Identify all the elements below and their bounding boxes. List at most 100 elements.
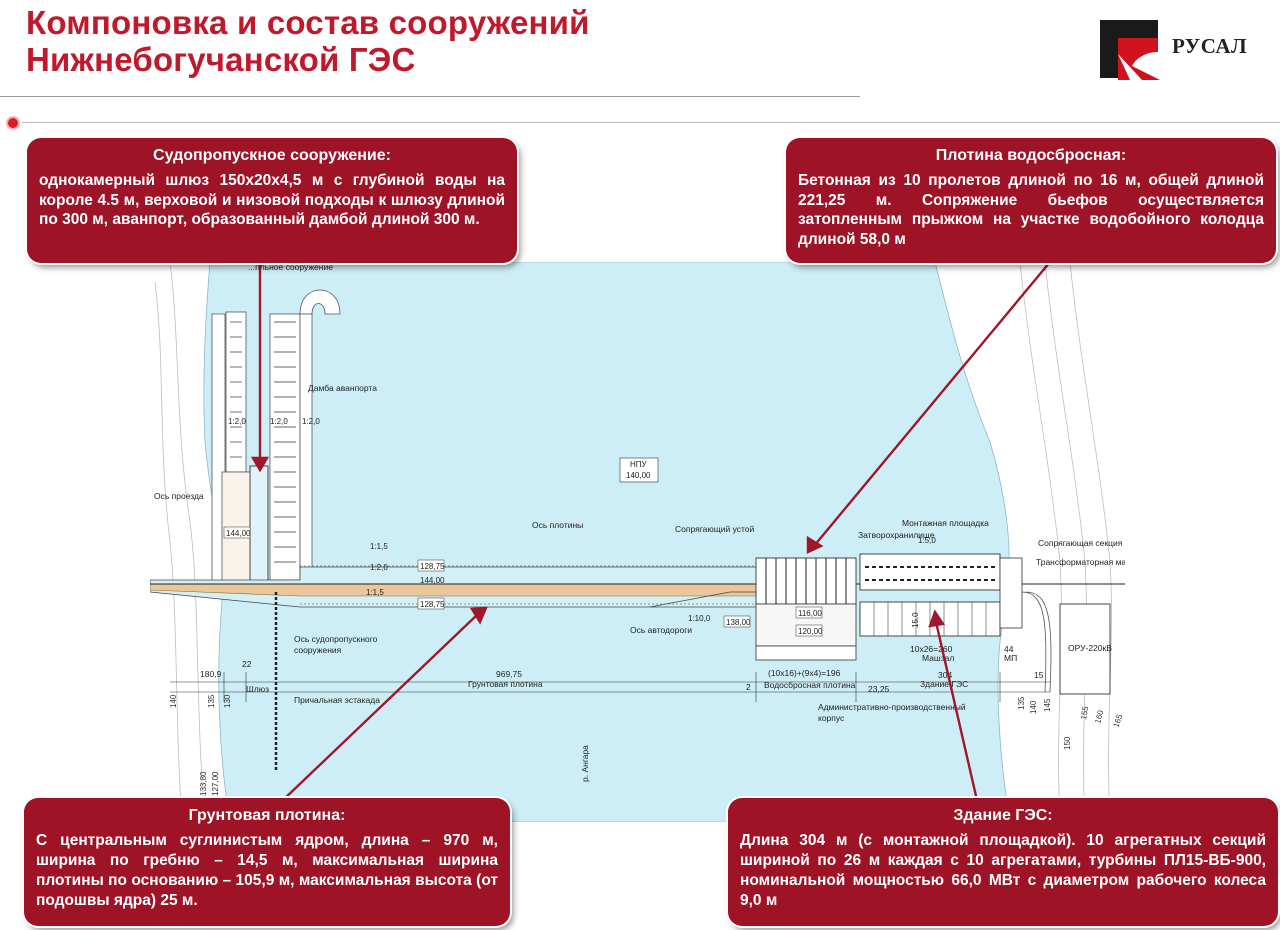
slope-label: 1:1,5 [370,542,388,551]
elevation-label: 144,00 [226,529,251,538]
label-lock: Шлюз [246,684,269,694]
dimension-label: 44 [1004,644,1014,654]
slope-label: 1:5,0 [918,536,936,545]
contour-label: 160 [1093,709,1105,725]
callout-powerhouse-text: Длина 304 м (с монтажной площадкой). 10 … [740,832,1266,909]
callout-earth-dam-text: С центральным суглинистым ядром, длина –… [36,832,498,909]
label-dam-axis: Ось плотины [532,520,583,530]
contour-label: 155 [1079,705,1090,720]
dimension-label: 15 [1034,670,1044,680]
elevation-label: 116,00 [798,609,822,618]
page-title: Компоновка и состав сооружений Нижнебогу… [26,4,590,78]
dimension-label: 10х26=260 [910,644,953,654]
title-line-1: Компоновка и состав сооружений [26,4,590,41]
label-powerhouse: Здание ГЭС [920,679,968,689]
rusal-logo [1098,18,1248,84]
earth-dam-arrow [259,613,479,822]
callout-spillway-text: Бетонная из 10 пролетов длиной по 16 м, … [798,172,1264,248]
label-admin-building-1: Административно-производственный [818,702,966,712]
slope-label: 1:2,0 [270,417,288,426]
label-switchyard: ОРУ-220кВ [1068,643,1112,653]
label-gate-storage: Затворохранилище [858,530,935,540]
slide-bullet-marker [6,116,20,130]
elevation-label: 127,00 [211,771,220,796]
label-river: р. Ангара [580,745,590,782]
elevation-label: 144,00 [420,576,445,585]
spillway-arrow [813,262,1051,547]
label-admin-building-2: корпус [818,713,845,723]
label-assembly-area: Монтажная площадка [902,518,989,528]
label-npu: НПУ [630,460,648,469]
hydro-layout-drawing: ...пльное сооружение Дамба аванпорта НПУ… [150,262,1125,822]
slope-label: 1:2,0 [302,417,320,426]
elevation-label: 128,75 [420,562,445,571]
callout-spillway-title: Плотина водосбросная: [935,147,1127,164]
label-abutment: Сопрягающий устой [675,524,754,534]
label-highway-axis: Ось автодороги [630,625,692,635]
dimension-label: 304 [938,670,952,680]
dimension-label: МП [1004,653,1017,663]
header-rule-secondary [22,122,1280,123]
slope-label: 1:10,0 [688,614,711,623]
contour-label: 135 [1017,696,1026,710]
powerhouse-arrow [934,621,984,822]
rusal-logo-icon [1100,20,1160,80]
callout-powerhouse: Здание ГЭС: Длина 304 м (с монтажной пло… [728,798,1278,926]
elevation-label: 15,0 [911,612,920,628]
label-earth-dam: Грунтовая плотина [468,679,543,689]
contour-label: 145 [1043,698,1052,712]
contour-label: 150 [1063,736,1072,750]
callout-lock-title: Судопропускное сооружение: [153,147,391,164]
slope-label: 1:1,5 [366,588,384,597]
dimension-label: 22 [242,659,252,669]
label-machine-hall: Машзал [922,653,954,663]
pointer-arrows [250,262,1051,822]
label-road-axis: Ось проезда [154,491,204,501]
label-upper-clip: ...пльное сооружение [248,262,333,272]
callout-lock: Судопропускное сооружение: однокамерный … [27,138,517,263]
contour-label: 140 [169,694,178,708]
dimension-label: 2 [746,682,751,692]
contour-label: 165 [1111,713,1124,729]
spillway-dam [755,557,857,661]
earth-dam-arrow-head [469,606,488,625]
river-water [203,262,1011,822]
callout-earth-dam: Грунтовая плотина: С центральным суглини… [24,798,510,926]
callout-spillway: Плотина водосбросная: Бетонная из 10 про… [786,138,1276,263]
powerhouse [859,553,1111,695]
terrain-contours [154,262,1112,822]
label-connecting-section: Сопрягающая секция [1038,538,1123,548]
contour-label: 135 [207,694,216,708]
lock-approach-walls [211,289,341,597]
label-npu-value: 140,00 [626,471,651,480]
logo-text: РУСАЛ [1172,34,1248,58]
dimension-label: 969,75 [496,669,522,679]
npu-marker [619,457,659,483]
earth-dam [150,565,1125,608]
contour-label: 130 [223,694,232,708]
callout-powerhouse-title: Здание ГЭС: [953,807,1053,824]
spillway-arrow-head [806,535,824,554]
callout-earth-dam-title: Грунтовая плотина: [188,807,346,824]
label-lock-axis-2: сооружения [294,645,342,655]
contour-label: 133,80 [199,771,208,796]
label-lock-axis-1: Ось судопропускного [294,634,378,644]
dimension-label: 180,9 [200,669,222,679]
elevation-label: 138,00 [726,618,751,627]
label-avanport-dam: Дамба аванпорта [308,383,377,393]
slope-label: 1:2,0 [228,417,246,426]
lock-arrow-head [250,456,270,473]
dimension-label: (10х16)+(9х4)=196 [768,668,841,678]
title-line-2: Нижнебогучанской ГЭС [26,41,416,78]
slope-label: 1:2,0 [370,563,388,572]
label-spillway-dam: Водосбросная плотина [764,680,856,690]
callout-lock-text: однокамерный шлюз 150х20х4,5 м с глубино… [39,172,505,228]
powerhouse-arrow-head [928,609,946,628]
dimension-lines [170,672,1050,702]
label-transformer-shop: Трансформаторная мастерская [1036,557,1125,567]
switchyard-box [1059,603,1111,695]
contour-label: 140 [1029,700,1038,714]
dimension-label: 23,25 [868,684,890,694]
header-rule [0,96,860,97]
elevation-label: 128,75 [420,600,445,609]
